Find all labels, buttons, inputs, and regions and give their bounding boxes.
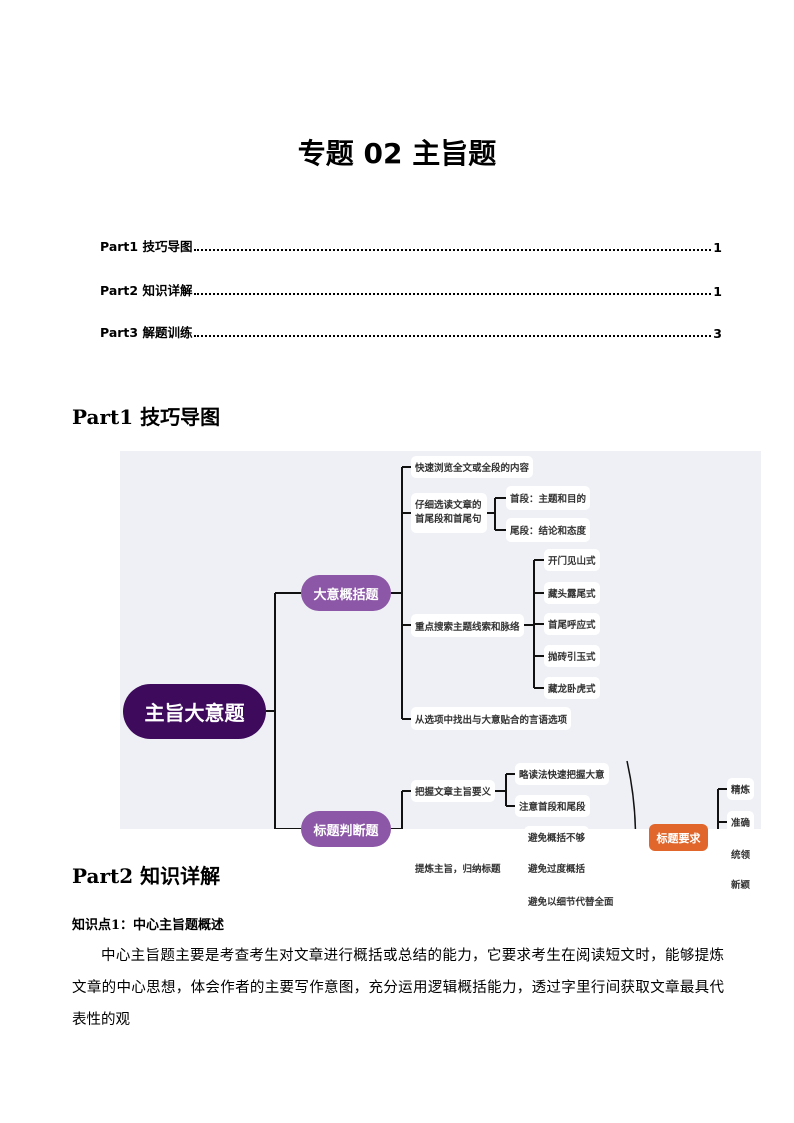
body-paragraph: 中心主旨题主要是考查考生对文章进行概括或总结的能力，它要求考生在阅读短文时，能够… [72,948,724,1028]
toc-label: Part3 解题训练 [100,325,193,340]
mindmap-node: 提炼主旨，归纳标题 [411,857,505,879]
mindmap-node: 注意首段和尾段 [515,795,590,817]
branch-summary-node: 大意概括题 [301,575,391,611]
mindmap-node: 精炼 [727,778,755,800]
toc-entry[interactable]: Part3 解题训练 3 [100,322,722,341]
toc-entry[interactable]: Part2 知识详解 1 [100,280,722,299]
mindmap-node: 首尾呼应式 [544,613,600,635]
mindmap-node: 抛砖引玉式 [544,645,600,667]
toc-page: 3 [713,326,722,341]
toc-page: 1 [713,240,722,255]
mindmap-node: 重点搜索主题线索和脉络 [411,614,524,637]
mindmap-root-node: 主旨大意题 [123,684,266,739]
title-requirements-node: 标题要求 [649,824,708,851]
toc-leader [194,248,712,251]
mindmap-node: 略读法快速把握大意 [515,763,609,785]
mindmap-node: 避免以细节代替全面 [524,890,618,912]
mindmap-node: 从选项中找出与大意贴合的言语选项 [411,707,572,730]
branch-title-node: 标题判断题 [301,811,391,847]
mindmap-node: 统领 [727,843,755,865]
mindmap-node: 避免概括不够 [524,826,590,848]
toc-leader [194,334,712,337]
mind-map-connectors [266,466,727,829]
toc-label: Part2 知识详解 [100,283,193,298]
mindmap-node: 避免过度概括 [524,857,590,879]
toc-entry[interactable]: Part1 技巧导图 1 [100,236,722,255]
mindmap-node: 开门见山式 [544,549,600,571]
document-title: 专题 02 主旨题 [297,137,497,170]
toc-leader [194,292,712,295]
mindmap-node: 准确 [727,811,755,833]
mindmap-node: 把握文章主旨要义 [411,780,496,802]
mind-map: 主旨大意题 大意概括题 标题判断题 快速浏览全文或全段的内容 仔细选读文章的首尾… [120,451,761,912]
mindmap-node: 藏头露尾式 [544,582,600,604]
mindmap-node: 仔细选读文章的首尾段和首尾句 [411,493,487,533]
part1-heading: Part1 技巧导图 [72,405,221,429]
mindmap-node: 尾段：结论和态度 [506,518,591,542]
mindmap-node: 首段：主题和目的 [506,486,591,510]
mindmap-node: 新颖 [727,873,755,895]
knowledge-point-title: 知识点1：中心主旨题概述 [72,918,225,933]
part2-heading: Part2 知识详解 [72,864,221,888]
toc-page: 1 [713,284,722,299]
mindmap-node: 快速浏览全文或全段的内容 [411,456,534,478]
mindmap-node: 藏龙卧虎式 [544,677,600,699]
toc-label: Part1 技巧导图 [100,239,193,254]
